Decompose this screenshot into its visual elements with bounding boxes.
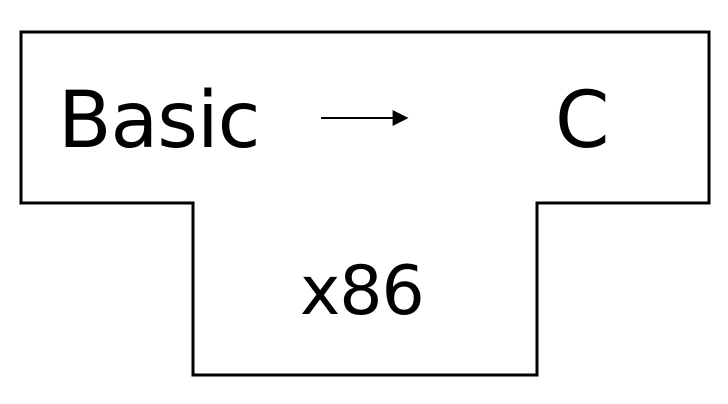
target-language-label: C — [555, 76, 610, 166]
t-diagram-outline — [19, 30, 711, 377]
implementation-language-label: x86 — [300, 252, 425, 331]
source-language-label: Basic — [58, 76, 261, 166]
